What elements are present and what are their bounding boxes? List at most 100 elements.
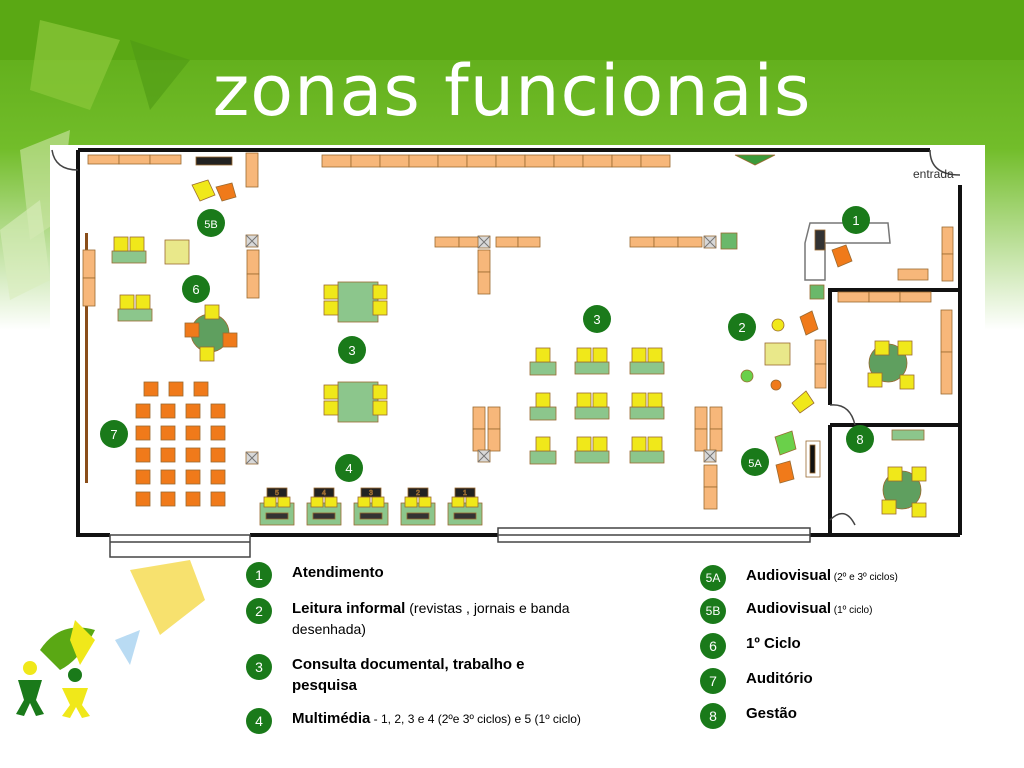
legend-badge: 5A [700, 565, 726, 591]
tv-screen [734, 154, 776, 166]
zone-marker [182, 275, 210, 303]
legend-label: Leitura informal [292, 600, 406, 617]
chair [199, 346, 215, 362]
block [720, 232, 738, 250]
bookshelf [677, 236, 703, 248]
bookshelf [653, 236, 679, 248]
bookshelf [379, 154, 410, 168]
chair [185, 491, 201, 507]
legend-badge: 2 [246, 598, 272, 624]
legend-badge: 4 [246, 708, 272, 734]
stool [740, 369, 754, 383]
chair [323, 300, 339, 316]
tv-screen [809, 444, 816, 474]
logo-icon [16, 620, 95, 718]
chair [263, 496, 277, 508]
chair [535, 392, 551, 408]
pillar-cross [477, 449, 491, 463]
zone-marker [846, 425, 874, 453]
chair [404, 496, 418, 508]
bookshelf [709, 428, 723, 452]
legend-item-1-ciclo: 6 1º Ciclo [700, 633, 801, 659]
slide-title: zonas funcionais [212, 50, 812, 132]
table [529, 450, 557, 465]
bookshelf [245, 152, 259, 188]
chair [193, 381, 209, 397]
legend-badge: 5B [700, 598, 726, 624]
chair [592, 436, 608, 452]
chair [887, 466, 903, 482]
chair [372, 284, 388, 300]
chair [874, 340, 890, 356]
chair [210, 491, 226, 507]
computer-monitor [814, 229, 826, 251]
chair [576, 347, 592, 363]
bookshelf [553, 154, 584, 168]
chair [119, 294, 135, 310]
computer-label-box [407, 487, 429, 498]
legend-item-multimedia: 4 Multimédia - 1, 2, 3 e 4 (2ºe 3º ciclo… [246, 708, 646, 734]
chair [791, 390, 815, 414]
bookshelf [837, 291, 870, 303]
chair [371, 496, 385, 508]
bookshelf [694, 406, 708, 430]
chair [775, 460, 795, 484]
zone-marker [842, 206, 870, 234]
legend-item-leitura-informal: 2 Leitura informal (revistas , jornais e… [246, 598, 596, 640]
legend-item-audiovisual-5b: 5B Audiovisual (1º ciclo) [700, 598, 872, 624]
bookshelf [434, 236, 460, 248]
bookshelf [709, 406, 723, 430]
zone-marker-label: 4 [345, 461, 352, 476]
bookshelf [640, 154, 671, 168]
legend-item-auditorio: 7 Auditório [700, 668, 813, 694]
zone-marker [583, 305, 611, 333]
computer-number: 3 [369, 490, 373, 497]
legend-label: Audiovisual [746, 600, 832, 617]
chair [899, 374, 915, 390]
chair [135, 447, 151, 463]
chair [372, 384, 388, 400]
chair [324, 496, 338, 508]
pillar-cross [245, 451, 259, 465]
bookshelf [472, 406, 486, 430]
zone-marker-label: 5A [748, 458, 762, 470]
zone-marker [335, 454, 363, 482]
chair [210, 425, 226, 441]
stool [771, 318, 785, 332]
bookshelf [941, 226, 954, 255]
chair [323, 284, 339, 300]
table [337, 281, 379, 323]
bookshelf [472, 428, 486, 452]
chair [911, 502, 927, 518]
legend-detail: (1º ciclo) [831, 605, 873, 616]
desk [891, 429, 925, 441]
chair [160, 491, 176, 507]
chair [631, 347, 647, 363]
keyboard [453, 512, 477, 520]
chair [210, 447, 226, 463]
chair [210, 403, 226, 419]
bookshelf [897, 268, 929, 281]
legend-item-audiovisual-5a: 5A Audiovisual (2º e 3º ciclos) [700, 565, 898, 591]
legend-detail: - 1, 2, 3 e 4 (2ºe 3º ciclos) e 5 (1º ci… [370, 712, 581, 726]
table [529, 361, 557, 376]
bookshelf [246, 249, 260, 275]
bookshelf [82, 249, 96, 279]
chair [129, 236, 145, 252]
chair [418, 496, 432, 508]
bookshelf [495, 154, 526, 168]
bookshelf [703, 464, 718, 488]
keyboard [406, 512, 430, 520]
stool [770, 379, 782, 391]
chair [160, 447, 176, 463]
keyboard [265, 512, 289, 520]
chair [592, 347, 608, 363]
chair [372, 300, 388, 316]
legend-badge: 3 [246, 654, 272, 680]
legend-detail: (2º e 3º ciclos) [831, 572, 898, 583]
chair [113, 236, 129, 252]
zone-marker-label: 1 [852, 213, 859, 228]
legend-badge: 1 [246, 562, 272, 588]
computer-number: 4 [322, 490, 326, 497]
legend-item-atendimento: 1 Atendimento [246, 562, 384, 588]
